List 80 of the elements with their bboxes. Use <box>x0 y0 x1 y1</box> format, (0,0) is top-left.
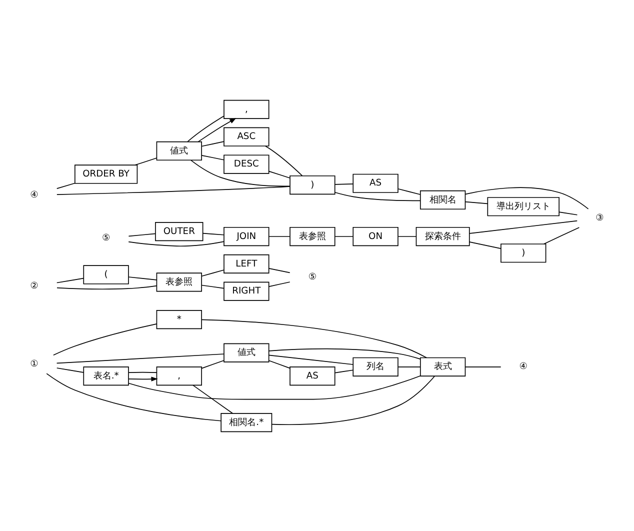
node-box: ( <box>83 264 129 284</box>
connector <box>268 348 421 359</box>
node-box: 相関名 <box>420 190 466 210</box>
connector <box>334 183 354 184</box>
node-box: DESC <box>224 154 270 174</box>
connector <box>128 371 158 372</box>
node-box: AS <box>352 173 398 192</box>
connector <box>46 372 222 421</box>
connector <box>53 323 157 356</box>
connector <box>56 186 290 194</box>
connector <box>398 188 421 194</box>
arrow <box>198 117 236 142</box>
connector <box>268 360 290 368</box>
connector <box>201 284 224 288</box>
connector <box>469 241 502 248</box>
node-text: ④ <box>519 362 528 372</box>
connector <box>334 369 354 373</box>
connector <box>558 211 578 215</box>
connector <box>128 276 158 280</box>
connector <box>56 353 224 364</box>
node-box: ORDER BY <box>74 164 138 184</box>
arrow <box>128 376 158 381</box>
node-box: ON <box>352 226 398 246</box>
node-box: 値式 <box>156 140 202 160</box>
node-text: ④ <box>30 190 38 200</box>
node-box: JOIN <box>224 226 270 246</box>
connector <box>192 384 234 414</box>
connector <box>201 154 224 160</box>
node-box: 列名 <box>352 356 398 376</box>
connector <box>465 186 589 209</box>
node-text: ① <box>30 359 38 370</box>
connector <box>268 170 290 178</box>
node-box: 表名.* <box>83 366 129 386</box>
connector <box>268 268 290 273</box>
node-box: AS <box>290 366 336 386</box>
node-box: LEFT <box>224 254 270 273</box>
node-box: ) <box>290 174 336 194</box>
node-text: ⑤ <box>102 233 110 244</box>
node-text: ⑤ <box>308 272 317 282</box>
connector <box>128 374 421 400</box>
connector <box>134 157 158 165</box>
connector <box>268 354 354 364</box>
connector <box>202 232 224 235</box>
node-box: ) <box>500 243 546 262</box>
connector <box>201 360 224 368</box>
node-box: 相関名.* <box>220 412 272 432</box>
node-box: 表参照 <box>290 226 336 246</box>
node-box: 表参照 <box>156 272 202 292</box>
node-box: 値式 <box>224 342 270 362</box>
connector <box>190 159 290 186</box>
node-box: , <box>156 366 202 386</box>
connector <box>334 192 421 201</box>
node-box: 導出列リスト <box>487 196 560 216</box>
connector <box>543 226 580 244</box>
node-box: RIGHT <box>224 281 270 300</box>
connector <box>465 366 502 367</box>
node-box: ASC <box>224 126 270 146</box>
node-box: 探索条件 <box>416 226 470 246</box>
connector <box>56 277 84 283</box>
connector <box>271 375 436 425</box>
connector <box>398 366 421 367</box>
node-text: ② <box>30 281 38 292</box>
connector <box>187 115 224 142</box>
connector <box>265 145 303 176</box>
connector <box>56 284 158 289</box>
node-box: OUTER <box>155 221 204 241</box>
connector <box>128 232 156 236</box>
connector <box>201 318 428 358</box>
node-box: , <box>224 99 270 118</box>
connector <box>469 220 578 234</box>
connector <box>201 269 224 276</box>
node-text: ③ <box>596 213 604 224</box>
connector <box>128 240 224 246</box>
connector <box>56 182 76 188</box>
connector <box>465 200 488 204</box>
connector <box>56 367 84 372</box>
connector <box>268 281 290 286</box>
node-box: 表式 <box>420 356 466 376</box>
node-box: * <box>156 310 202 329</box>
connector <box>201 140 224 146</box>
